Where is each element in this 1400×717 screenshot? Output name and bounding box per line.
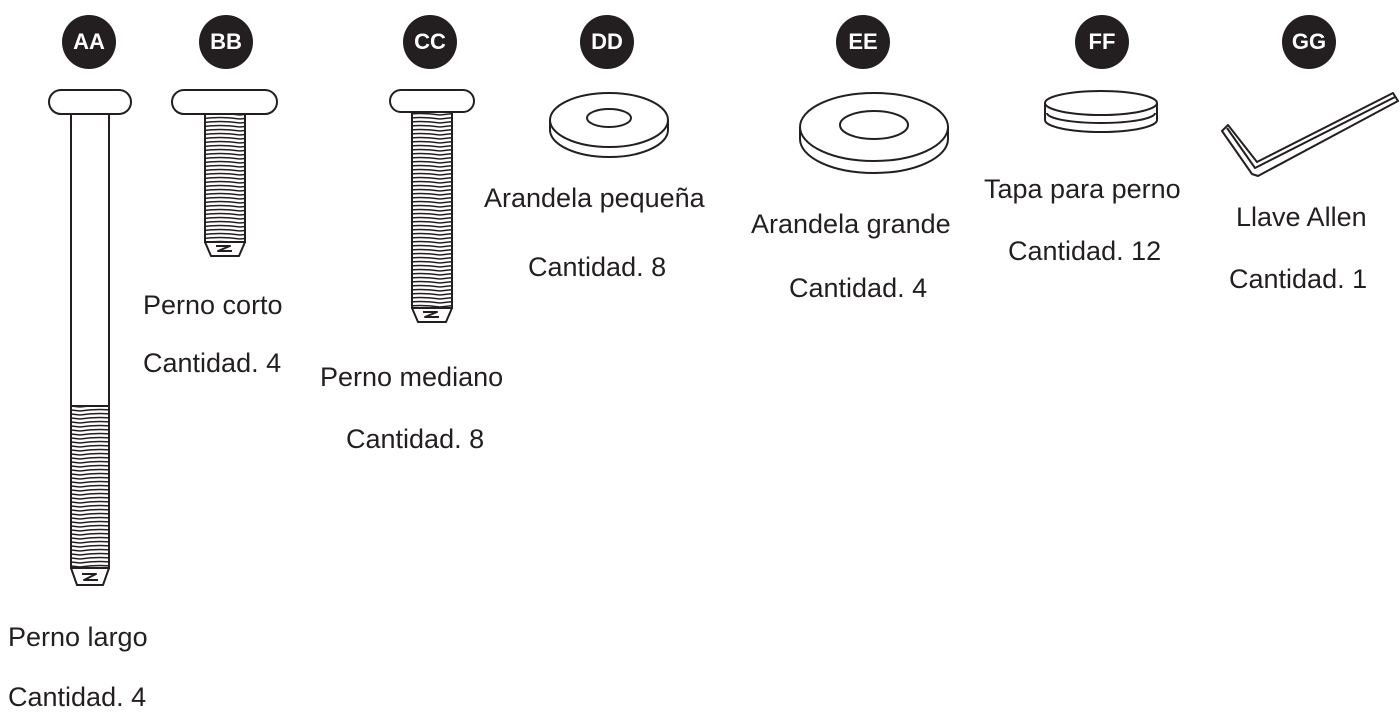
qty-arandela-pequena: Cantidad. 8	[528, 252, 667, 282]
badge-bb: BB	[199, 15, 253, 69]
label-llave-allen: Llave Allen	[1236, 202, 1367, 232]
large-washer-icon	[799, 92, 949, 174]
badge-dd: DD	[580, 15, 634, 69]
small-washer-icon	[549, 92, 669, 158]
badge-gg: GG	[1282, 15, 1336, 69]
label-perno-mediano: Perno mediano	[320, 362, 504, 392]
label-perno-corto: Perno corto	[143, 290, 283, 320]
qty-perno-largo: Cantidad. 4	[8, 682, 147, 712]
qty-perno-corto: Cantidad. 4	[143, 348, 282, 378]
long-bolt-icon	[48, 89, 132, 586]
label-tapa-para-perno: Tapa para perno	[984, 174, 1181, 204]
label-perno-largo: Perno largo	[8, 622, 148, 652]
label-arandela-grande: Arandela grande	[751, 209, 951, 239]
badge-ee: EE	[836, 15, 890, 69]
badge-cc: CC	[403, 15, 457, 69]
short-bolt-icon	[171, 89, 278, 257]
bolt-cap-icon	[1044, 90, 1158, 133]
qty-perno-mediano: Cantidad. 8	[346, 424, 485, 454]
label-arandela-pequena: Arandela pequeña	[484, 183, 705, 213]
qty-tapa-para-perno: Cantidad. 12	[1008, 236, 1162, 266]
qty-arandela-grande: Cantidad. 4	[789, 273, 928, 303]
badge-aa: AA	[62, 15, 116, 69]
allen-key-icon	[1221, 92, 1399, 177]
medium-bolt-icon	[389, 89, 475, 323]
qty-llave-allen: Cantidad. 1	[1229, 264, 1368, 294]
badge-ff: FF	[1075, 15, 1129, 69]
